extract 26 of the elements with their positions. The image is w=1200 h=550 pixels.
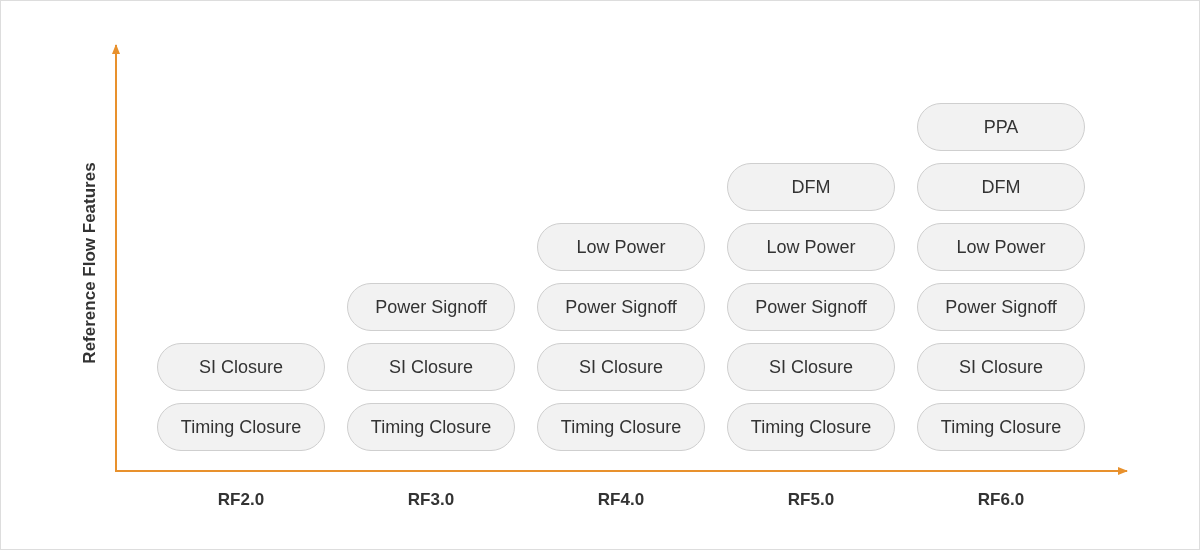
feature-pill: Timing Closure: [537, 403, 705, 451]
category-label: RF4.0: [596, 490, 646, 510]
feature-pill: Low Power: [727, 223, 895, 271]
feature-pill: Timing Closure: [347, 403, 515, 451]
feature-pill: Power Signoff: [727, 283, 895, 331]
category-label: RF2.0: [216, 490, 266, 510]
feature-pill: Timing Closure: [157, 403, 325, 451]
feature-pill: SI Closure: [917, 343, 1085, 391]
feature-pill: DFM: [727, 163, 895, 211]
feature-pill: Power Signoff: [347, 283, 515, 331]
category-label: RF5.0: [786, 490, 836, 510]
feature-pill: SI Closure: [537, 343, 705, 391]
feature-pill: Timing Closure: [727, 403, 895, 451]
feature-pill: Power Signoff: [537, 283, 705, 331]
feature-pill: SI Closure: [347, 343, 515, 391]
category-label: RF3.0: [406, 490, 456, 510]
feature-pill: PPA: [917, 103, 1085, 151]
feature-pill: Low Power: [537, 223, 705, 271]
feature-pill: DFM: [917, 163, 1085, 211]
feature-pill: SI Closure: [157, 343, 325, 391]
feature-pill: Timing Closure: [917, 403, 1085, 451]
feature-pill: SI Closure: [727, 343, 895, 391]
feature-pill: Low Power: [917, 223, 1085, 271]
feature-pill: Power Signoff: [917, 283, 1085, 331]
category-label: RF6.0: [976, 490, 1026, 510]
axis-title: Reference Flow Features: [79, 162, 100, 364]
